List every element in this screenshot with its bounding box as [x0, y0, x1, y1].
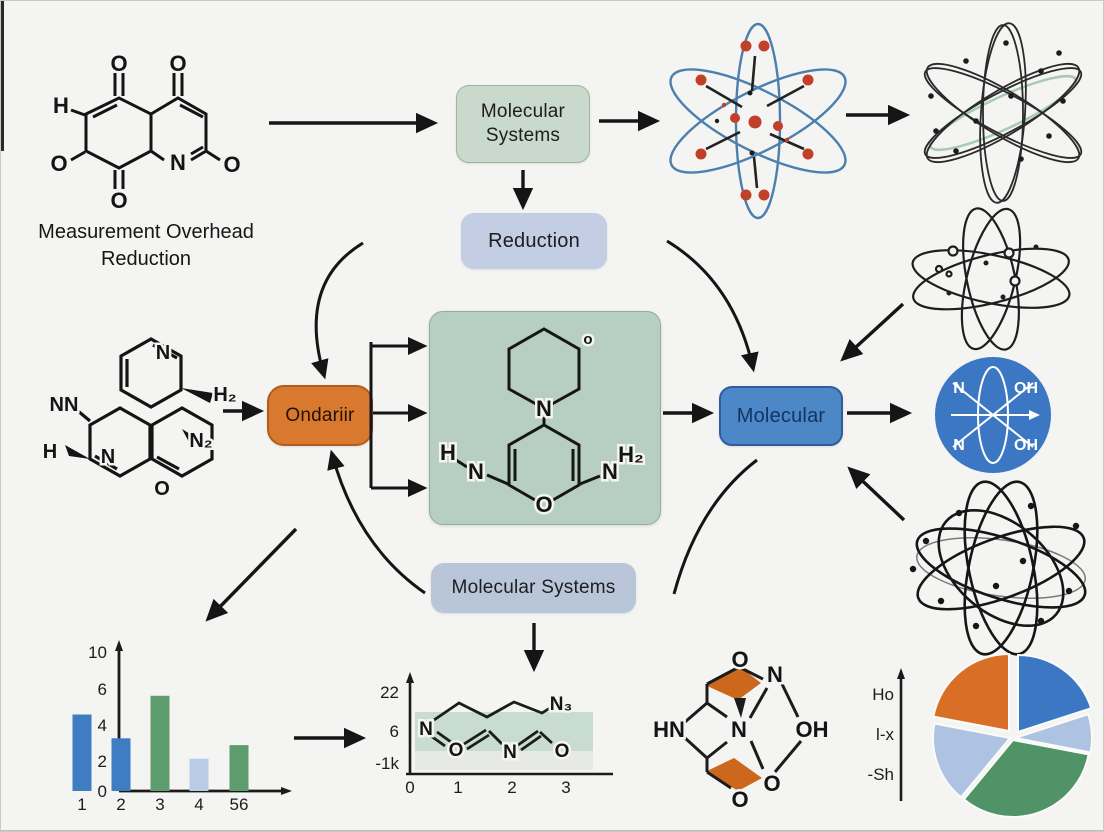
atom-label: N — [419, 719, 433, 740]
atom-label: N — [767, 662, 783, 687]
bar — [229, 745, 249, 791]
molecule-circle-badge: N OH N OH — [935, 357, 1051, 473]
atom-label: O — [555, 741, 570, 762]
bar-xtick-label: 3 — [155, 795, 164, 814]
atom-label: N — [170, 150, 186, 175]
caption-text: Measurement Overhead Reduction — [38, 221, 254, 270]
atom-sketch-mid-icon — [911, 207, 1071, 351]
pie-axis-label: l-x — [876, 725, 894, 744]
node-label: Molecular Systems — [480, 101, 566, 146]
atom-label: N₃ — [550, 694, 573, 715]
atom-label: NN — [50, 394, 79, 416]
atom-label: O — [223, 152, 240, 177]
atom-sketch-top-icon — [923, 22, 1083, 204]
node-reduction: Reduction — [461, 213, 607, 269]
arrow-to-bar-chart — [205, 527, 298, 622]
bar-ytick-label: 10 — [88, 643, 107, 662]
curve-systems-to-molecular — [672, 458, 758, 595]
pie-slice — [932, 652, 1010, 733]
atom-sketch-bottom-icon — [909, 480, 1087, 656]
atom-label: O — [763, 771, 780, 796]
band-chart: N O N O N₃ 22 6 -1k 0 1 2 3 — [375, 672, 613, 797]
node-molecular-systems-top: Molecular Systems — [456, 85, 590, 163]
bar-ytick-label: 4 — [98, 716, 107, 735]
node-label: Molecular Systems — [451, 577, 616, 599]
pie-axis-label: -Sh — [868, 765, 894, 784]
atom-label: N — [503, 742, 517, 763]
atom-label: O — [449, 740, 464, 761]
molecule-chain — [430, 700, 553, 752]
node-molecular: Molecular — [719, 386, 843, 446]
pie-chart: Ho l-x -Sh — [868, 652, 1093, 818]
atom-label: H — [43, 441, 57, 463]
atom-label: N — [953, 380, 965, 397]
bar-xtick-label: 1 — [77, 795, 86, 814]
node-label: Ondariir — [285, 404, 355, 426]
bar-xtick-label: 4 — [194, 795, 203, 814]
atom-label: O — [154, 478, 170, 500]
bracket-arrows — [369, 337, 428, 497]
bar — [150, 695, 170, 791]
bar-ytick-label: 2 — [98, 752, 107, 771]
curve-systems-to-ondariir — [327, 449, 426, 595]
band-ytick-label: -1k — [375, 754, 399, 773]
molecule-polycyclic: N NN H H₂ N₂ N O — [40, 337, 239, 503]
atom-label: O — [169, 51, 186, 76]
node-ondariir: Ondariir — [267, 385, 373, 446]
pie-slice — [1014, 712, 1093, 754]
pie-slice — [932, 722, 1012, 799]
atom-label: O — [110, 188, 127, 213]
pie-slice — [962, 738, 1090, 818]
bar — [72, 714, 92, 791]
atom-label: H₂ — [213, 384, 236, 406]
molecule-quinone: O O H O N O O — [48, 49, 243, 216]
bar-xtick-label: 56 — [230, 795, 249, 814]
atom-label: O — [110, 51, 127, 76]
measurement-overhead-caption: Measurement Overhead Reduction — [16, 219, 276, 273]
arrow-atom-to-molecular — [847, 466, 906, 522]
atom-electrons-icon — [669, 22, 847, 220]
curve-reduction-to-ondariir — [311, 241, 364, 380]
band-xtick-label: 3 — [561, 778, 570, 797]
curve-reduction-to-molecular — [666, 239, 759, 373]
band-xtick-label: 0 — [405, 778, 414, 797]
atom-label: OH — [1014, 437, 1038, 454]
band-xtick-label: 1 — [453, 778, 462, 797]
band-ytick-label: 6 — [390, 722, 399, 741]
atom-label: H — [53, 93, 69, 118]
pie-axis-label: Ho — [872, 685, 894, 704]
atom-label: OH — [796, 717, 829, 742]
atom-label: O — [731, 787, 748, 812]
atom-label: OH — [1014, 380, 1038, 397]
atom-label: O — [731, 647, 748, 672]
band-xtick-label: 2 — [507, 778, 516, 797]
pie-slice — [1017, 653, 1093, 734]
atom-label: N — [156, 342, 170, 364]
bar-ytick-label: 6 — [98, 680, 107, 699]
bar-xtick-label: 2 — [116, 795, 125, 814]
atom-label: N₂ — [189, 430, 212, 452]
bar-ytick-label: 0 — [98, 782, 107, 801]
atom-label: O — [50, 151, 67, 176]
band-chart-ticks: 22 6 -1k 0 1 2 3 — [375, 683, 570, 797]
molecule-cage: O N HN N OH O O — [651, 645, 831, 815]
arrow-sketch-to-molecular — [840, 302, 905, 362]
atom-label: N — [953, 437, 965, 454]
node-label: Reduction — [488, 229, 580, 252]
atom-label: N — [101, 446, 115, 468]
atom-label: HN — [653, 717, 685, 742]
pie-chart-slices: Ho l-x -Sh — [868, 652, 1093, 818]
bar — [189, 758, 209, 791]
central-molecule-panel — [429, 311, 661, 525]
bar — [111, 738, 131, 791]
node-label: Molecular — [736, 404, 826, 427]
band-ytick-label: 22 — [380, 683, 399, 702]
node-molecular-systems-bottom: Molecular Systems — [431, 563, 636, 613]
atom-label: N — [731, 717, 747, 742]
